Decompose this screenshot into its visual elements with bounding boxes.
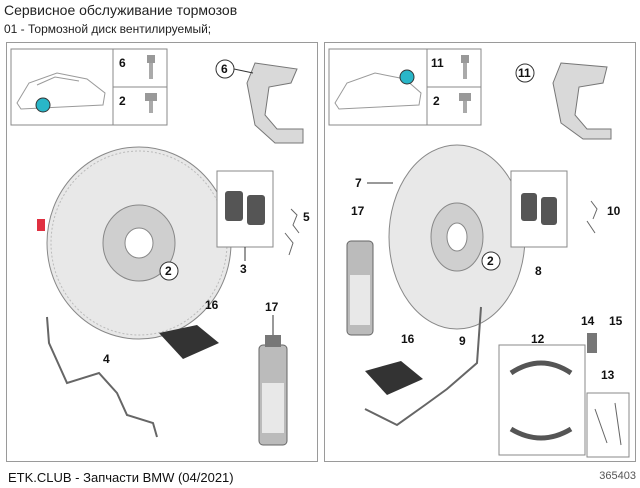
left-diagram: 6 2 6 2 3 5 16 <box>10 48 310 446</box>
brake-disc-icon <box>46 146 232 340</box>
callout-11: 11 <box>518 66 531 80</box>
wear-sensor-icon <box>364 306 482 427</box>
page-subtitle: 01 - Тормозной диск вентилируемый; <box>4 22 212 36</box>
car-outline-icon <box>334 72 422 110</box>
bolt-icon <box>147 55 155 79</box>
callout-14: 14 <box>581 314 595 328</box>
callout-2: 2 <box>487 254 494 268</box>
caliper-carrier-icon <box>246 62 304 144</box>
box-label-11: 11 <box>431 56 444 70</box>
bolt-icon <box>459 93 471 113</box>
bolt-icon <box>461 55 469 79</box>
grease-sachet-icon <box>159 325 219 359</box>
source-footer: ETK.CLUB - Запчасти BMW (04/2021) <box>8 470 234 485</box>
spring-kit-icon <box>594 402 622 446</box>
callout-5: 5 <box>303 210 310 224</box>
image-id: 365403 <box>599 470 636 482</box>
callout-12: 12 <box>531 332 545 346</box>
clip-icon <box>284 208 300 256</box>
caliper-carrier-icon <box>552 62 612 140</box>
callout-15: 15 <box>609 314 623 328</box>
box-label-2: 2 <box>119 94 126 108</box>
grease-sachet-icon <box>365 361 423 395</box>
callout-16: 16 <box>401 332 415 346</box>
right-diagram: 11 2 11 7 2 8 10 17 16 <box>328 48 630 458</box>
wear-marker-icon <box>37 219 45 231</box>
spray-can-icon <box>346 240 374 336</box>
right-diagram-panel[interactable]: 11 2 11 7 2 8 10 17 16 <box>324 42 636 462</box>
car-outline-icon <box>16 72 106 110</box>
callout-16: 16 <box>205 298 219 312</box>
wheel-marker-icon <box>399 69 415 85</box>
callout-13: 13 <box>601 368 615 382</box>
callout-4: 4 <box>103 352 110 366</box>
callout-17: 17 <box>351 204 365 218</box>
spray-can-icon <box>258 335 288 446</box>
brake-pads-icon <box>225 191 265 225</box>
callout-9: 9 <box>459 334 466 348</box>
left-diagram-panel[interactable]: 6 2 6 2 3 5 16 <box>6 42 318 462</box>
brake-pads-icon <box>521 193 557 225</box>
callout-2: 2 <box>165 264 172 278</box>
callout-3: 3 <box>240 262 247 276</box>
wheel-marker-icon <box>35 97 51 113</box>
car-thumbnail-box <box>10 48 114 126</box>
box-label-6: 6 <box>119 56 126 70</box>
bolt-icon <box>145 93 157 113</box>
clip-icon <box>586 200 598 234</box>
callout-17: 17 <box>265 300 279 314</box>
page-title: Сервисное обслуживание тормозов <box>4 2 238 18</box>
wear-sensor-icon <box>46 316 158 438</box>
adjuster-icon <box>587 333 597 353</box>
box-label-2: 2 <box>433 94 440 108</box>
callout-7: 7 <box>355 176 362 190</box>
parking-brake-shoes-icon <box>509 360 573 441</box>
brake-disc-icon <box>388 144 526 330</box>
callout-10: 10 <box>607 204 621 218</box>
callout-8: 8 <box>535 264 542 278</box>
callout-6: 6 <box>221 62 228 76</box>
